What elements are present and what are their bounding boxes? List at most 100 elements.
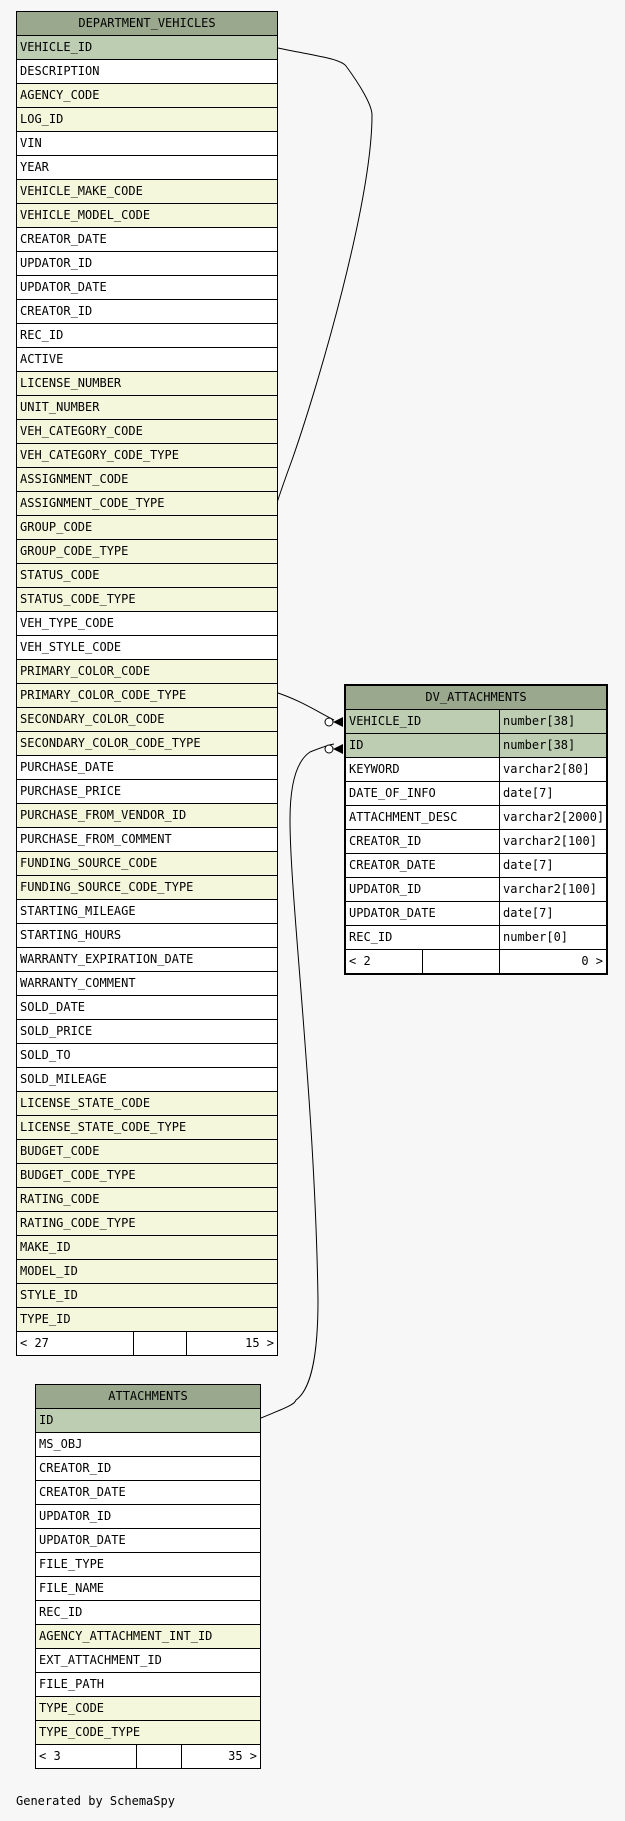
column-row[interactable]: MS_OBJ	[35, 1432, 261, 1457]
column-row[interactable]: TYPE_ID	[16, 1307, 278, 1332]
column-name[interactable]: VEHICLE_MODEL_CODE	[16, 203, 278, 228]
column-row[interactable]: WARRANTY_EXPIRATION_DATE	[16, 947, 278, 972]
column-name[interactable]: CREATOR_ID	[35, 1456, 261, 1481]
column-name[interactable]: CREATOR_DATE	[16, 227, 278, 252]
column-name[interactable]: VEH_TYPE_CODE	[16, 611, 278, 636]
column-row[interactable]: ID	[35, 1408, 261, 1433]
column-row[interactable]: LOG_ID	[16, 107, 278, 132]
column-row[interactable]: BUDGET_CODE	[16, 1139, 278, 1164]
column-row[interactable]: VEHICLE_MAKE_CODE	[16, 179, 278, 204]
column-name[interactable]: WARRANTY_COMMENT	[16, 971, 278, 996]
column-row[interactable]: SOLD_DATE	[16, 995, 278, 1020]
column-row[interactable]: UPDATOR_DATE	[16, 275, 278, 300]
column-row[interactable]: UNIT_NUMBER	[16, 395, 278, 420]
column-name[interactable]: REC_ID	[344, 925, 500, 950]
column-row[interactable]: VEH_CATEGORY_CODE	[16, 419, 278, 444]
column-row[interactable]: AGENCY_CODE	[16, 83, 278, 108]
column-row[interactable]: ASSIGNMENT_CODE	[16, 467, 278, 492]
column-name[interactable]: VEHICLE_MAKE_CODE	[16, 179, 278, 204]
column-name[interactable]: SOLD_PRICE	[16, 1019, 278, 1044]
column-name[interactable]: VEHICLE_ID	[16, 35, 278, 60]
column-name[interactable]: BUDGET_CODE_TYPE	[16, 1163, 278, 1188]
parents-count-link[interactable]: < 2	[344, 949, 423, 975]
column-name[interactable]: LICENSE_STATE_CODE_TYPE	[16, 1115, 278, 1140]
column-name[interactable]: DATE_OF_INFO	[344, 781, 500, 806]
column-name[interactable]: TYPE_CODE_TYPE	[35, 1720, 261, 1745]
column-row[interactable]: CREATOR_ID	[35, 1456, 261, 1481]
column-row[interactable]: SOLD_MILEAGE	[16, 1067, 278, 1092]
column-row[interactable]: UPDATOR_DATE	[35, 1528, 261, 1553]
column-row[interactable]: STATUS_CODE	[16, 563, 278, 588]
column-name[interactable]: FILE_TYPE	[35, 1552, 261, 1577]
column-name[interactable]: FUNDING_SOURCE_CODE	[16, 851, 278, 876]
column-row[interactable]: STARTING_MILEAGE	[16, 899, 278, 924]
column-row[interactable]: FUNDING_SOURCE_CODE_TYPE	[16, 875, 278, 900]
column-row[interactable]: LICENSE_STATE_CODE	[16, 1091, 278, 1116]
column-name[interactable]: STATUS_CODE_TYPE	[16, 587, 278, 612]
column-row[interactable]: MAKE_ID	[16, 1235, 278, 1260]
column-row[interactable]: PRIMARY_COLOR_CODE_TYPE	[16, 683, 278, 708]
column-name[interactable]: UPDATOR_DATE	[35, 1528, 261, 1553]
column-name[interactable]: PURCHASE_DATE	[16, 755, 278, 780]
column-name[interactable]: STARTING_MILEAGE	[16, 899, 278, 924]
children-count-link[interactable]: 0 >	[499, 949, 608, 975]
column-name[interactable]: FUNDING_SOURCE_CODE_TYPE	[16, 875, 278, 900]
column-row[interactable]: FILE_TYPE	[35, 1552, 261, 1577]
parents-count-link[interactable]: < 27	[15, 1331, 135, 1356]
column-name[interactable]: ASSIGNMENT_CODE	[16, 467, 278, 492]
table-title[interactable]: DEPARTMENT_VEHICLES	[16, 11, 278, 36]
column-row[interactable]: SOLD_PRICE	[16, 1019, 278, 1044]
column-row[interactable]: FILE_PATH	[35, 1672, 261, 1697]
column-row[interactable]: CREATOR_ID	[16, 299, 278, 324]
column-row[interactable]: PURCHASE_FROM_COMMENT	[16, 827, 278, 852]
column-name[interactable]: VEH_CATEGORY_CODE	[16, 419, 278, 444]
column-row[interactable]: UPDATOR_ID	[35, 1504, 261, 1529]
column-name[interactable]: ID	[35, 1408, 261, 1433]
column-row[interactable]: REC_ID	[35, 1600, 261, 1625]
column-row[interactable]: VEH_CATEGORY_CODE_TYPE	[16, 443, 278, 468]
column-name[interactable]: WARRANTY_EXPIRATION_DATE	[16, 947, 278, 972]
column-name[interactable]: ID	[344, 733, 500, 758]
column-row[interactable]: UPDATOR_ID	[16, 251, 278, 276]
column-name[interactable]: MS_OBJ	[35, 1432, 261, 1457]
column-name[interactable]: EXT_ATTACHMENT_ID	[35, 1648, 261, 1673]
children-count-link[interactable]: 15 >	[185, 1331, 279, 1356]
column-name[interactable]: PRIMARY_COLOR_CODE_TYPE	[16, 683, 278, 708]
column-row[interactable]: REC_ID	[16, 323, 278, 348]
column-name[interactable]: ACTIVE	[16, 347, 278, 372]
column-name[interactable]: STARTING_HOURS	[16, 923, 278, 948]
column-name[interactable]: LICENSE_NUMBER	[16, 371, 278, 396]
column-name[interactable]: UPDATOR_ID	[16, 251, 278, 276]
column-row[interactable]: SECONDARY_COLOR_CODE	[16, 707, 278, 732]
column-name[interactable]: SECONDARY_COLOR_CODE	[16, 707, 278, 732]
column-row[interactable]: RATING_CODE	[16, 1187, 278, 1212]
column-name[interactable]: MODEL_ID	[16, 1259, 278, 1284]
column-name[interactable]: PURCHASE_FROM_COMMENT	[16, 827, 278, 852]
column-row[interactable]: YEAR	[16, 155, 278, 180]
column-row[interactable]: PURCHASE_PRICE	[16, 779, 278, 804]
column-name[interactable]: CREATOR_DATE	[344, 853, 500, 878]
column-name[interactable]: VEHICLE_ID	[344, 709, 500, 734]
column-name[interactable]: UPDATOR_DATE	[16, 275, 278, 300]
column-name[interactable]: GROUP_CODE	[16, 515, 278, 540]
column-row[interactable]: SOLD_TO	[16, 1043, 278, 1068]
column-name[interactable]: FILE_NAME	[35, 1576, 261, 1601]
column-name[interactable]: KEYWORD	[344, 757, 500, 782]
column-name[interactable]: VEH_STYLE_CODE	[16, 635, 278, 660]
column-row[interactable]: EXT_ATTACHMENT_ID	[35, 1648, 261, 1673]
column-row[interactable]: FUNDING_SOURCE_CODE	[16, 851, 278, 876]
column-name[interactable]: PURCHASE_FROM_VENDOR_ID	[16, 803, 278, 828]
column-name[interactable]: CREATOR_ID	[16, 299, 278, 324]
column-name[interactable]: AGENCY_ATTACHMENT_INT_ID	[35, 1624, 261, 1649]
column-row[interactable]: CREATOR_DATE	[35, 1480, 261, 1505]
column-name[interactable]: MAKE_ID	[16, 1235, 278, 1260]
column-name[interactable]: ATTACHMENT_DESC	[344, 805, 500, 830]
column-name[interactable]: TYPE_ID	[16, 1307, 278, 1332]
column-row[interactable]: FILE_NAME	[35, 1576, 261, 1601]
children-count-link[interactable]: 35 >	[181, 1744, 261, 1769]
